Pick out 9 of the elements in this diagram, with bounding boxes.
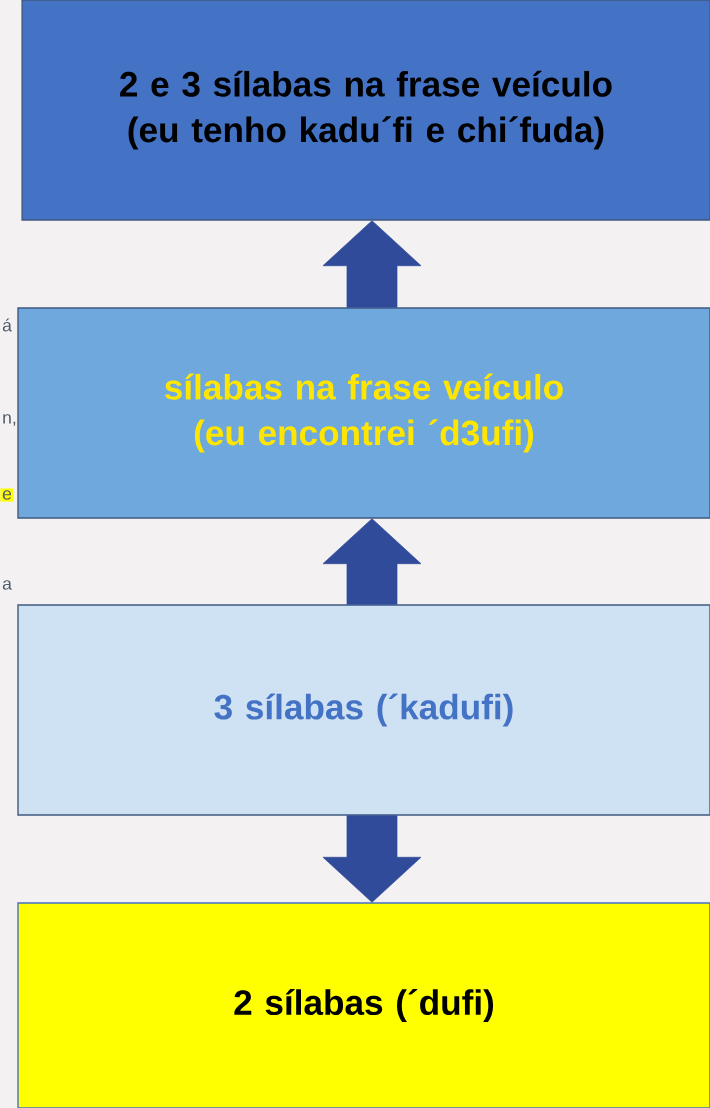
text-box: 2 e 3 sílabas na frase veículo (eu tenho kadu´fi e chi´fuda) bbox=[21, 0, 710, 221]
block-arrow bbox=[322, 815, 422, 903]
text-fragment: e bbox=[0, 488, 14, 502]
text-box: sílabas na frase veículo (eu encontrei ´d3ufi) bbox=[17, 307, 710, 519]
text-box: 3 sílabas (´kadufi) bbox=[17, 604, 710, 816]
block-arrow bbox=[322, 220, 422, 308]
block-arrow bbox=[322, 518, 422, 605]
text-box: 2 sílabas (´dufi) bbox=[17, 902, 710, 1108]
text-fragment: a bbox=[2, 580, 12, 590]
